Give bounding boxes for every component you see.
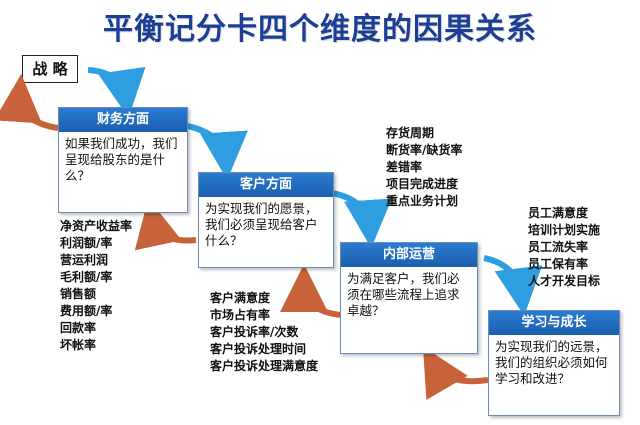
- list-item: 营运利润: [60, 253, 109, 267]
- list-item: 员工保有率: [528, 257, 589, 271]
- arrow-learning-to-internal: [422, 346, 489, 401]
- list-item: 坏帐率: [60, 338, 97, 352]
- list-item: 项目完成进度: [386, 177, 459, 191]
- internal-box: 内部运营 为满足客户，我们必须在哪些流程上追求卓越？: [340, 242, 478, 354]
- finance-metrics: 净资产收益率 利润额/率 营运利润 毛利额/率 销售额 费用额/率 回款率 坏帐…: [60, 218, 132, 354]
- list-item: 存货周期: [386, 126, 435, 140]
- list-item: 人才开发目标: [528, 274, 601, 288]
- learning-box: 学习与成长 为实现我们的远景，我们的组织必须如何学习和改进？: [488, 310, 620, 416]
- list-item: 重点业务计划: [386, 194, 459, 208]
- internal-question: 为满足客户，我们必须在哪些流程上追求卓越？: [347, 271, 460, 318]
- list-item: 回款率: [60, 321, 97, 335]
- list-item: 客户投诉率/次数: [210, 325, 299, 339]
- list-item: 员工流失率: [528, 240, 589, 254]
- arrow-finance-to-customer: [181, 122, 248, 180]
- finance-box: 财务方面 如果我们成功，我们呈现给股东的是什么？: [58, 107, 188, 213]
- customer-metrics: 客户满意度 市场占有率 客户投诉率/次数 客户投诉处理时间 客户投诉处理满意度: [210, 290, 318, 375]
- list-item: 毛利额/率: [60, 270, 113, 284]
- arrow-strategy-to-finance: [87, 66, 146, 118]
- customer-header: 客户方面: [199, 173, 333, 197]
- customer-question: 为实现我们的愿景，我们必须呈现给客户什么？: [205, 201, 318, 248]
- list-item: 净资产收益率: [60, 219, 133, 233]
- list-item: 断货率/缺货率: [386, 143, 463, 157]
- arrow-customer-to-internal: [331, 190, 392, 248]
- list-item: 销售额: [60, 287, 97, 301]
- list-item: 客户投诉处理时间: [210, 342, 307, 356]
- list-item: 费用额/率: [60, 304, 113, 318]
- list-item: 客户满意度: [210, 291, 271, 305]
- finance-question: 如果我们成功，我们呈现给股东的是什么？: [65, 136, 178, 183]
- internal-metrics: 存货周期 断货率/缺货率 差错率 项目完成进度 重点业务计划: [386, 125, 462, 210]
- arrow-customer-to-finance: [134, 198, 197, 251]
- list-item: 员工满意度: [528, 206, 589, 220]
- arrow-internal-to-customer: [280, 264, 343, 318]
- page-title: 平衡记分卡四个维度的因果关系: [103, 12, 537, 47]
- internal-header: 内部运营: [341, 243, 477, 267]
- finance-header: 财务方面: [59, 108, 187, 132]
- list-item: 市场占有率: [210, 308, 271, 322]
- arrow-finance-to-strategy: [0, 74, 59, 131]
- list-item: 利润额/率: [60, 236, 113, 250]
- list-item: 培训计划实施: [528, 223, 601, 237]
- list-item: 客户投诉处理满意度: [210, 359, 319, 373]
- list-item: 差错率: [386, 160, 423, 174]
- customer-box: 客户方面 为实现我们的愿景，我们必须呈现给客户什么？: [198, 172, 334, 268]
- arrow-internal-to-learning: [483, 255, 543, 316]
- learning-header: 学习与成长: [489, 311, 619, 335]
- learning-metrics: 员工满意度 培训计划实施 员工流失率 员工保有率 人才开发目标: [528, 205, 600, 290]
- learning-question: 为实现我们的远景，我们的组织必须如何学习和改进？: [495, 339, 608, 386]
